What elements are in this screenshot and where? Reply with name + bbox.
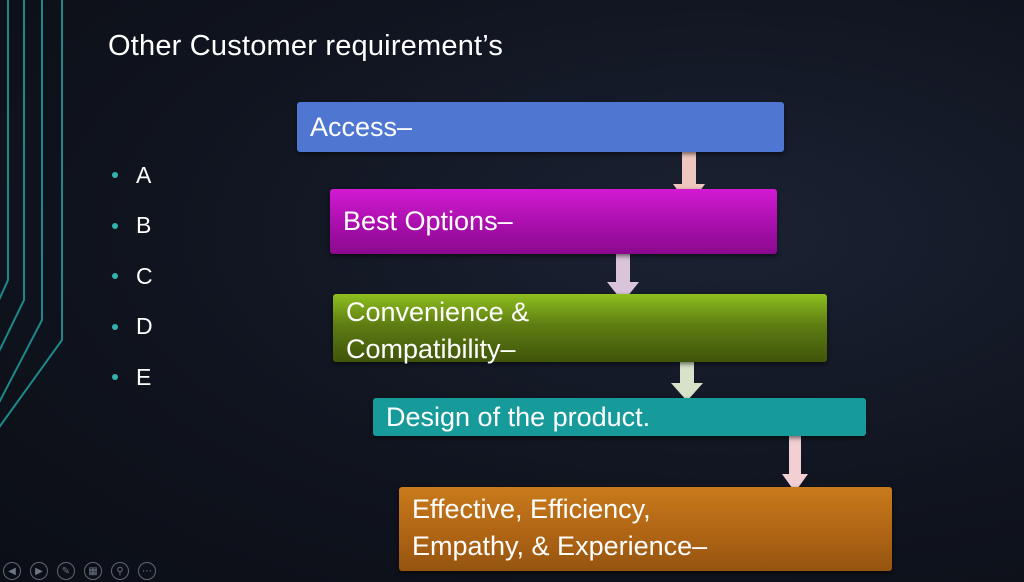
step-effective: Effective, Efficiency, Empathy, & Experi… (399, 487, 892, 571)
down-arrow-icon (607, 254, 639, 302)
list-item: B (112, 201, 153, 252)
step-best-options: Best Options– (330, 189, 777, 254)
slide-title: Other Customer requirement’s (108, 30, 504, 62)
slideshow-toolbar: ◀ ▶ ✎ ▦ ⚲ ⋯ (3, 562, 156, 580)
zoom-icon[interactable]: ⚲ (111, 562, 129, 580)
bullet-list: A B C D E (112, 150, 153, 403)
more-icon[interactable]: ⋯ (138, 562, 156, 580)
step-design: Design of the product. (373, 398, 866, 436)
step-label: Best Options– (343, 206, 513, 236)
bullet-dot-icon (112, 374, 118, 381)
list-item: C (112, 251, 153, 302)
bullet-dot-icon (112, 273, 118, 280)
step-label: Access– (310, 111, 413, 142)
previous-icon[interactable]: ◀ (3, 562, 21, 580)
list-item: A (112, 150, 153, 201)
step-label: Effective, Efficiency, Empathy, & Experi… (412, 494, 708, 561)
step-convenience: Convenience & Compatibility– (333, 294, 827, 364)
down-arrow-icon (782, 430, 808, 492)
down-arrow-icon (671, 359, 703, 401)
next-icon[interactable]: ▶ (30, 562, 48, 580)
step-access: Access– (297, 102, 784, 152)
decorative-lines (0, 0, 63, 428)
list-item: D (112, 302, 153, 353)
list-item: E (112, 352, 153, 403)
bullet-dot-icon (112, 222, 118, 229)
slides-grid-icon[interactable]: ▦ (84, 562, 102, 580)
pen-icon[interactable]: ✎ (57, 562, 75, 580)
step-label: Design of the product. (386, 401, 651, 432)
bullet-dot-icon (112, 172, 118, 179)
step-label: Convenience & Compatibility– (346, 297, 530, 364)
bullet-dot-icon (112, 323, 118, 330)
